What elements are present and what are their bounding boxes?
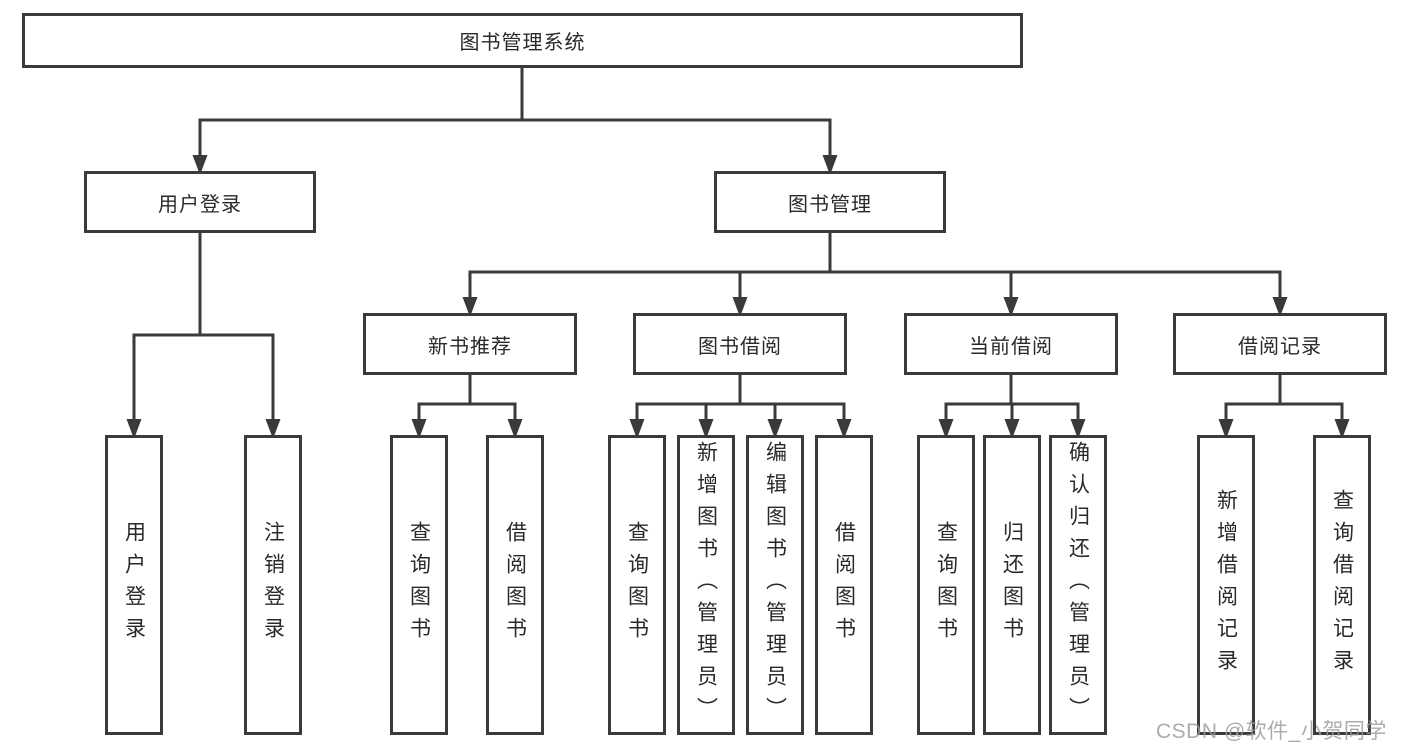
leaf-label: 查询图书: [625, 521, 649, 649]
leaf-label: 查询图书: [934, 521, 958, 649]
leaf-label: 编辑图书（管理员）: [763, 441, 787, 729]
node-borrowing-records: 借阅记录: [1173, 313, 1387, 375]
leaf-borrow-books: 借阅图书: [815, 435, 873, 735]
node-label: 新书推荐: [428, 335, 512, 358]
leaf-add-borrow-record: 新增借阅记录: [1197, 435, 1255, 735]
arrowhead-icons: [126, 155, 1350, 439]
node-user-login: 用户登录: [84, 171, 316, 233]
leaf-borrow-books-recommend: 借阅图书: [486, 435, 544, 735]
node-book-borrowing: 图书借阅: [633, 313, 847, 375]
node-label: 用户登录: [158, 193, 242, 216]
watermark: CSDN @软件_小贺同学: [1156, 720, 1387, 743]
leaf-logout: 注销登录: [244, 435, 302, 735]
leaf-user-login: 用户登录: [105, 435, 163, 735]
leaf-confirm-return-admin: 确认归还（管理员）: [1049, 435, 1107, 735]
leaf-edit-book-admin: 编辑图书（管理员）: [746, 435, 804, 735]
node-library-system: 图书管理系统: [22, 13, 1023, 68]
leaf-query-borrow-record: 查询借阅记录: [1313, 435, 1371, 735]
node-label: 图书管理系统: [459, 32, 586, 54]
leaf-query-books-recommend: 查询图书: [390, 435, 448, 735]
leaf-label: 确认归还（管理员）: [1066, 441, 1090, 729]
leaf-label: 注销登录: [261, 521, 285, 649]
leaf-label: 查询图书: [407, 521, 431, 649]
node-label: 当前借阅: [969, 335, 1053, 358]
leaf-label: 用户登录: [122, 521, 146, 649]
node-label: 图书借阅: [698, 335, 782, 358]
node-current-borrowing: 当前借阅: [904, 313, 1118, 375]
node-label: 图书管理: [788, 193, 872, 216]
node-book-management: 图书管理: [714, 171, 946, 233]
leaf-query-books-current: 查询图书: [917, 435, 975, 735]
leaf-label: 新增借阅记录: [1214, 489, 1238, 681]
leaf-query-books-borrow: 查询图书: [608, 435, 666, 735]
leaf-label: 借阅图书: [503, 521, 527, 649]
leaf-return-books: 归还图书: [983, 435, 1041, 735]
leaf-label: 借阅图书: [832, 521, 856, 649]
leaf-add-book-admin: 新增图书（管理员）: [677, 435, 735, 735]
tree-lines: [132, 66, 1344, 423]
leaf-label: 归还图书: [1000, 521, 1024, 649]
node-new-book-recommend: 新书推荐: [363, 313, 577, 375]
node-label: 借阅记录: [1238, 335, 1322, 358]
leaf-label: 新增图书（管理员）: [694, 441, 718, 729]
leaf-label: 查询借阅记录: [1330, 489, 1354, 681]
